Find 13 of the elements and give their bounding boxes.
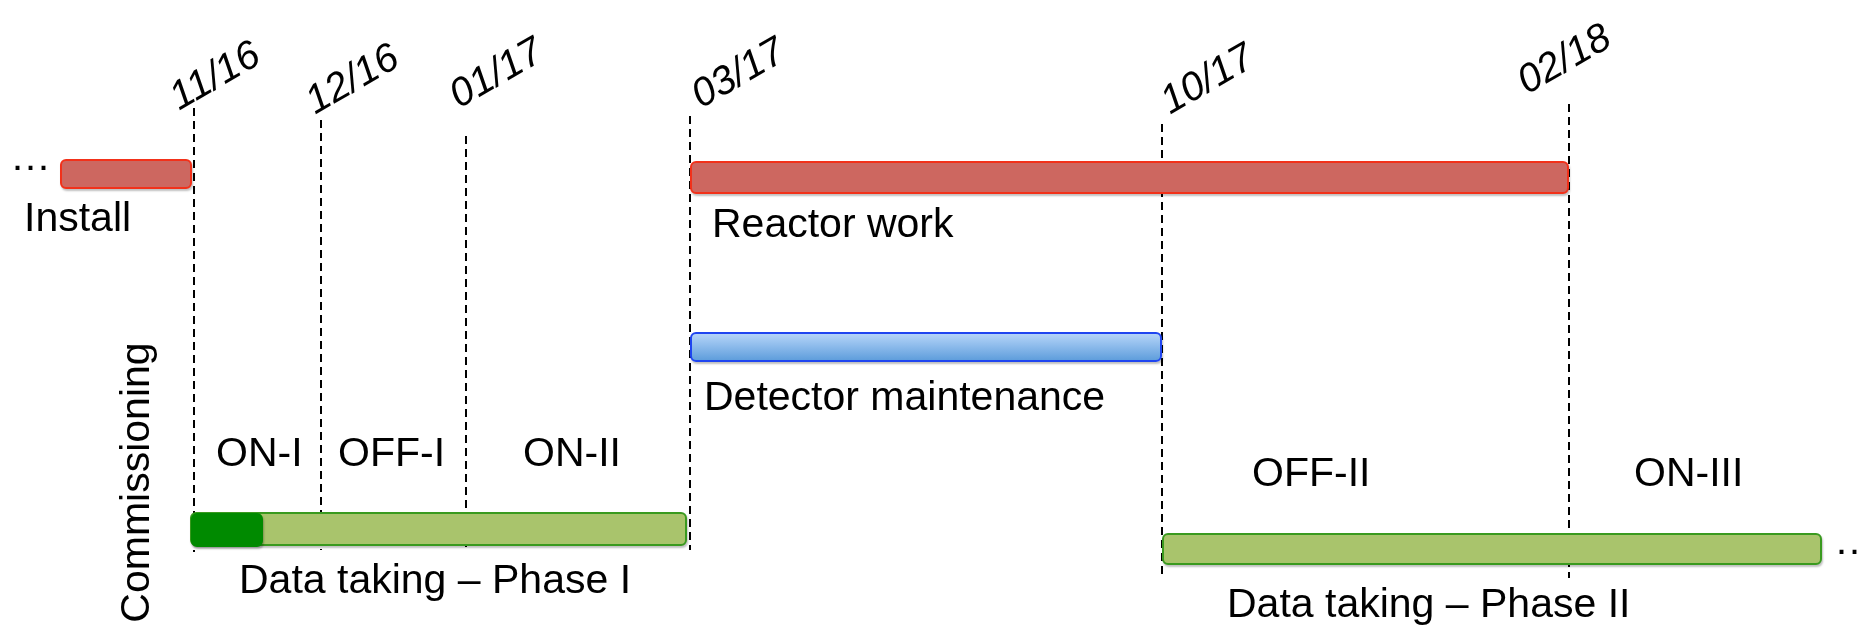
bar-label: Reactor work [712, 203, 954, 244]
bar-label: Install [24, 197, 132, 238]
bar-label: Data taking – Phase II [1227, 583, 1631, 624]
period-label: … [1834, 520, 1865, 561]
side-label: Commissioning [114, 341, 156, 623]
period-label: ON-III [1634, 452, 1744, 493]
period-label: ON-II [523, 432, 621, 473]
bar-label: Data taking – Phase I [239, 559, 632, 600]
bar-label: Detector maintenance [704, 376, 1106, 417]
period-label: ON-I [216, 432, 303, 473]
period-label: … [10, 136, 51, 177]
period-label: OFF-I [338, 432, 446, 473]
period-label: OFF-II [1252, 452, 1371, 493]
